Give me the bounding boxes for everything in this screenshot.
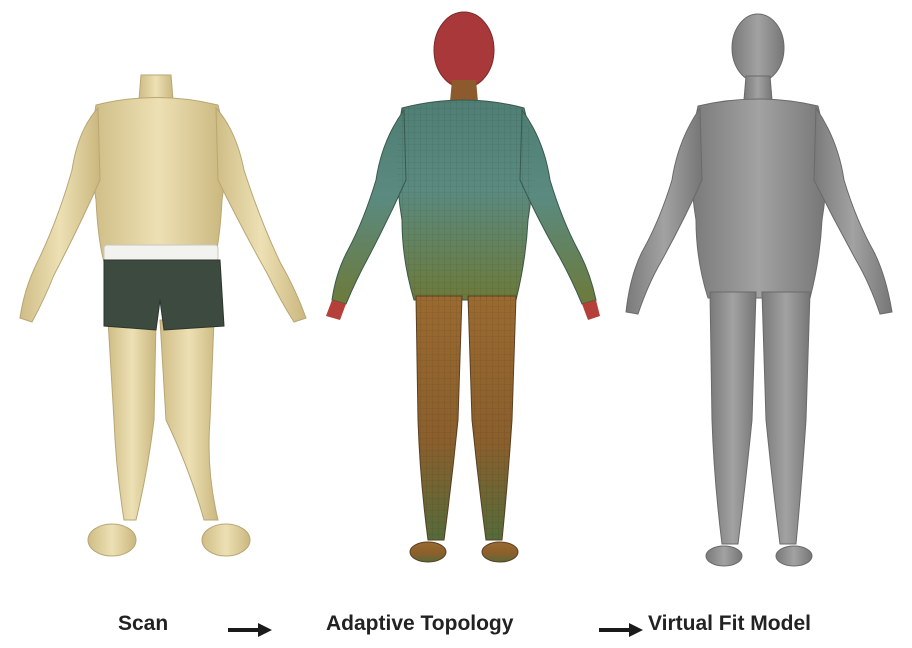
step-label-adaptive-topology: Adaptive Topology [326,612,513,648]
topology-head [434,12,494,88]
step-label-scan: Scan [118,612,168,648]
scan-body-silhouette [8,0,312,590]
step-label-virtual-fit-model: Virtual Fit Model [648,612,811,648]
topology-body-silhouette [306,0,610,590]
arrow-icon [599,623,643,637]
shorts [104,260,224,330]
topology-body-figure [306,0,610,590]
arrow-icon [228,623,272,637]
scanned-body-figure [8,0,312,590]
fit-model-body-figure [604,0,908,590]
fit-model-body-silhouette [604,0,908,590]
waistband [104,245,218,261]
